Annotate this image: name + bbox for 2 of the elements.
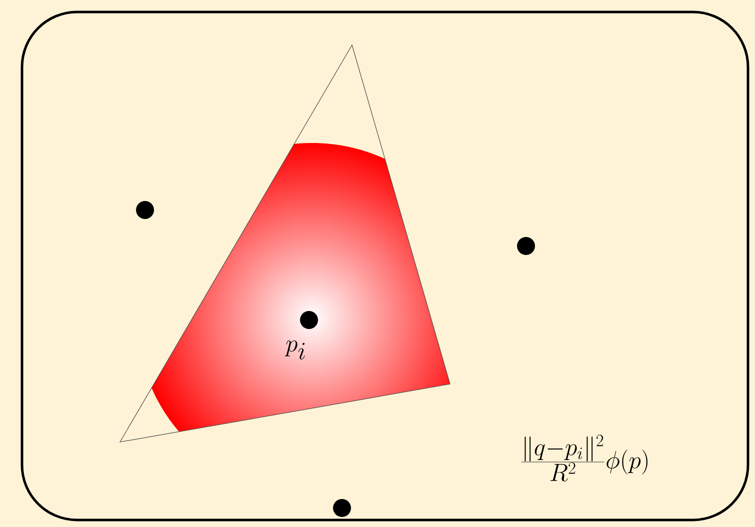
math-label: $p_i$ — [284, 340, 305, 360]
math-label: $\frac{\|q-p_i\|^2}{R^2}\phi(p)$ — [521, 434, 648, 482]
